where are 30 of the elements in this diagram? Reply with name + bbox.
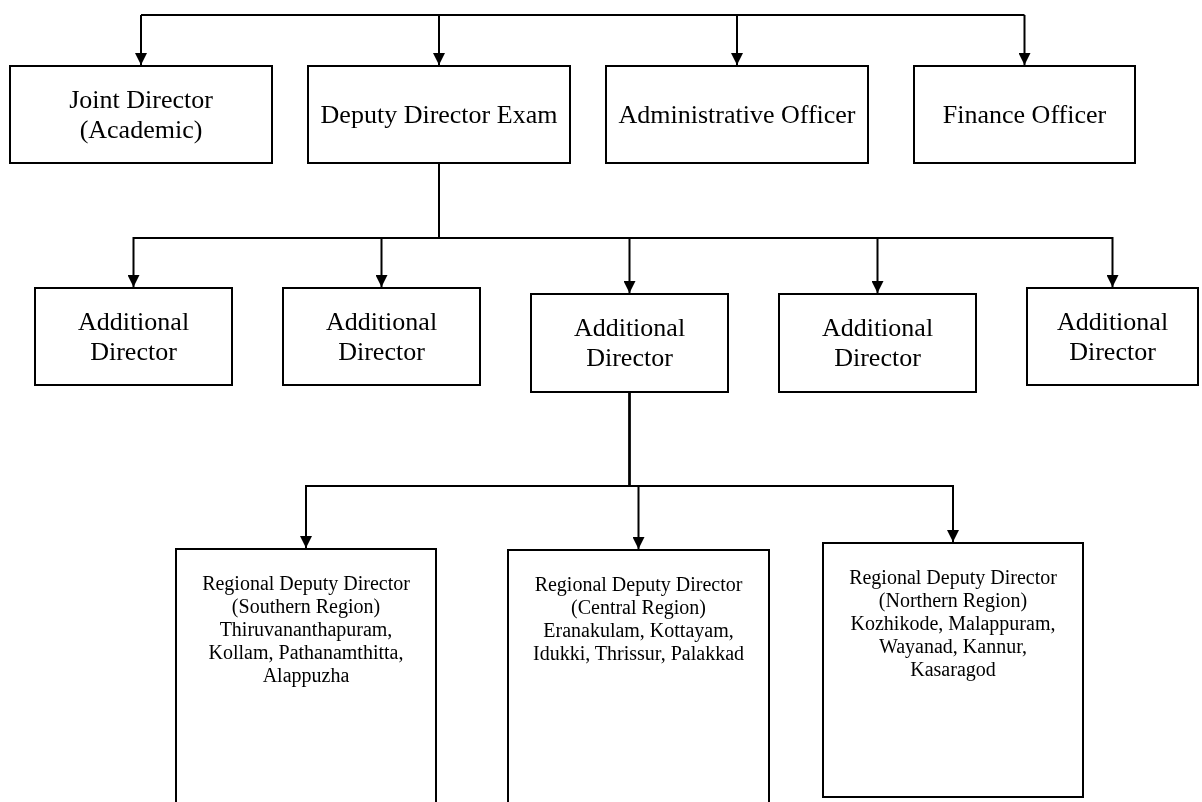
org-box: [1026, 287, 1199, 386]
arrow: [433, 14, 445, 66]
arrow: [135, 14, 147, 66]
box-label: Additional Director: [76, 306, 191, 367]
box-label: Additional Director: [324, 306, 439, 367]
org-box: [605, 65, 869, 164]
org-box: [307, 65, 571, 164]
box-label: Joint Director (Academic): [68, 84, 214, 145]
org-box: [530, 293, 729, 393]
arrow: [731, 14, 743, 66]
org-box: [913, 65, 1136, 164]
arrow: [628, 392, 959, 543]
box-label: Regional Deputy Director (Northern Region) Kozhikode, Malappuram, Wayanad, Kannur, Kasaragod: [848, 566, 1058, 681]
box-label: Deputy Director Exam: [320, 99, 558, 130]
org-box: [175, 548, 437, 802]
org-box: [282, 287, 481, 386]
box-label: Additional Director: [572, 313, 687, 373]
box-label: Finance Officer: [942, 99, 1107, 130]
box-label: Regional Deputy Director (Southern Region) Thiruvananthapuram, Kollam, Pathanamthitta, Alappuzha: [201, 572, 411, 687]
org-box: [34, 287, 233, 386]
box-label: Additional Director: [1055, 306, 1170, 367]
org-box: [507, 549, 770, 802]
org-box: [778, 293, 977, 393]
org-box: [822, 542, 1084, 798]
arrow: [1018, 14, 1031, 66]
org-box: [9, 65, 273, 164]
box-label: Administrative Officer: [618, 99, 856, 130]
box-label: Regional Deputy Director (Central Region) Eranakulam, Kottayam, Idukki, Thrissur, Palakkad: [532, 573, 745, 665]
box-label: Additional Director: [820, 313, 935, 373]
connector-line: [140, 14, 1026, 16]
